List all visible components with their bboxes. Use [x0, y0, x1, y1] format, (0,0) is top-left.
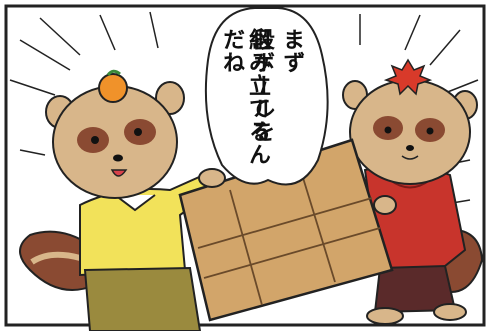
left-pants [83, 266, 202, 331]
speech-text: まず 段ボールを 組み立てるんだね [210, 20, 310, 180]
speech-balloon [204, 7, 329, 186]
right-head [349, 79, 471, 185]
speech-line-1: まず [279, 28, 304, 74]
speech-line-3: 組み立てるんだね [219, 28, 270, 166]
maple-leaf [383, 58, 433, 96]
left-tail [19, 230, 97, 291]
speed-lines [9, 11, 479, 206]
orange-fruit [98, 73, 128, 103]
speech-line-2: 段ボールを [249, 28, 274, 143]
